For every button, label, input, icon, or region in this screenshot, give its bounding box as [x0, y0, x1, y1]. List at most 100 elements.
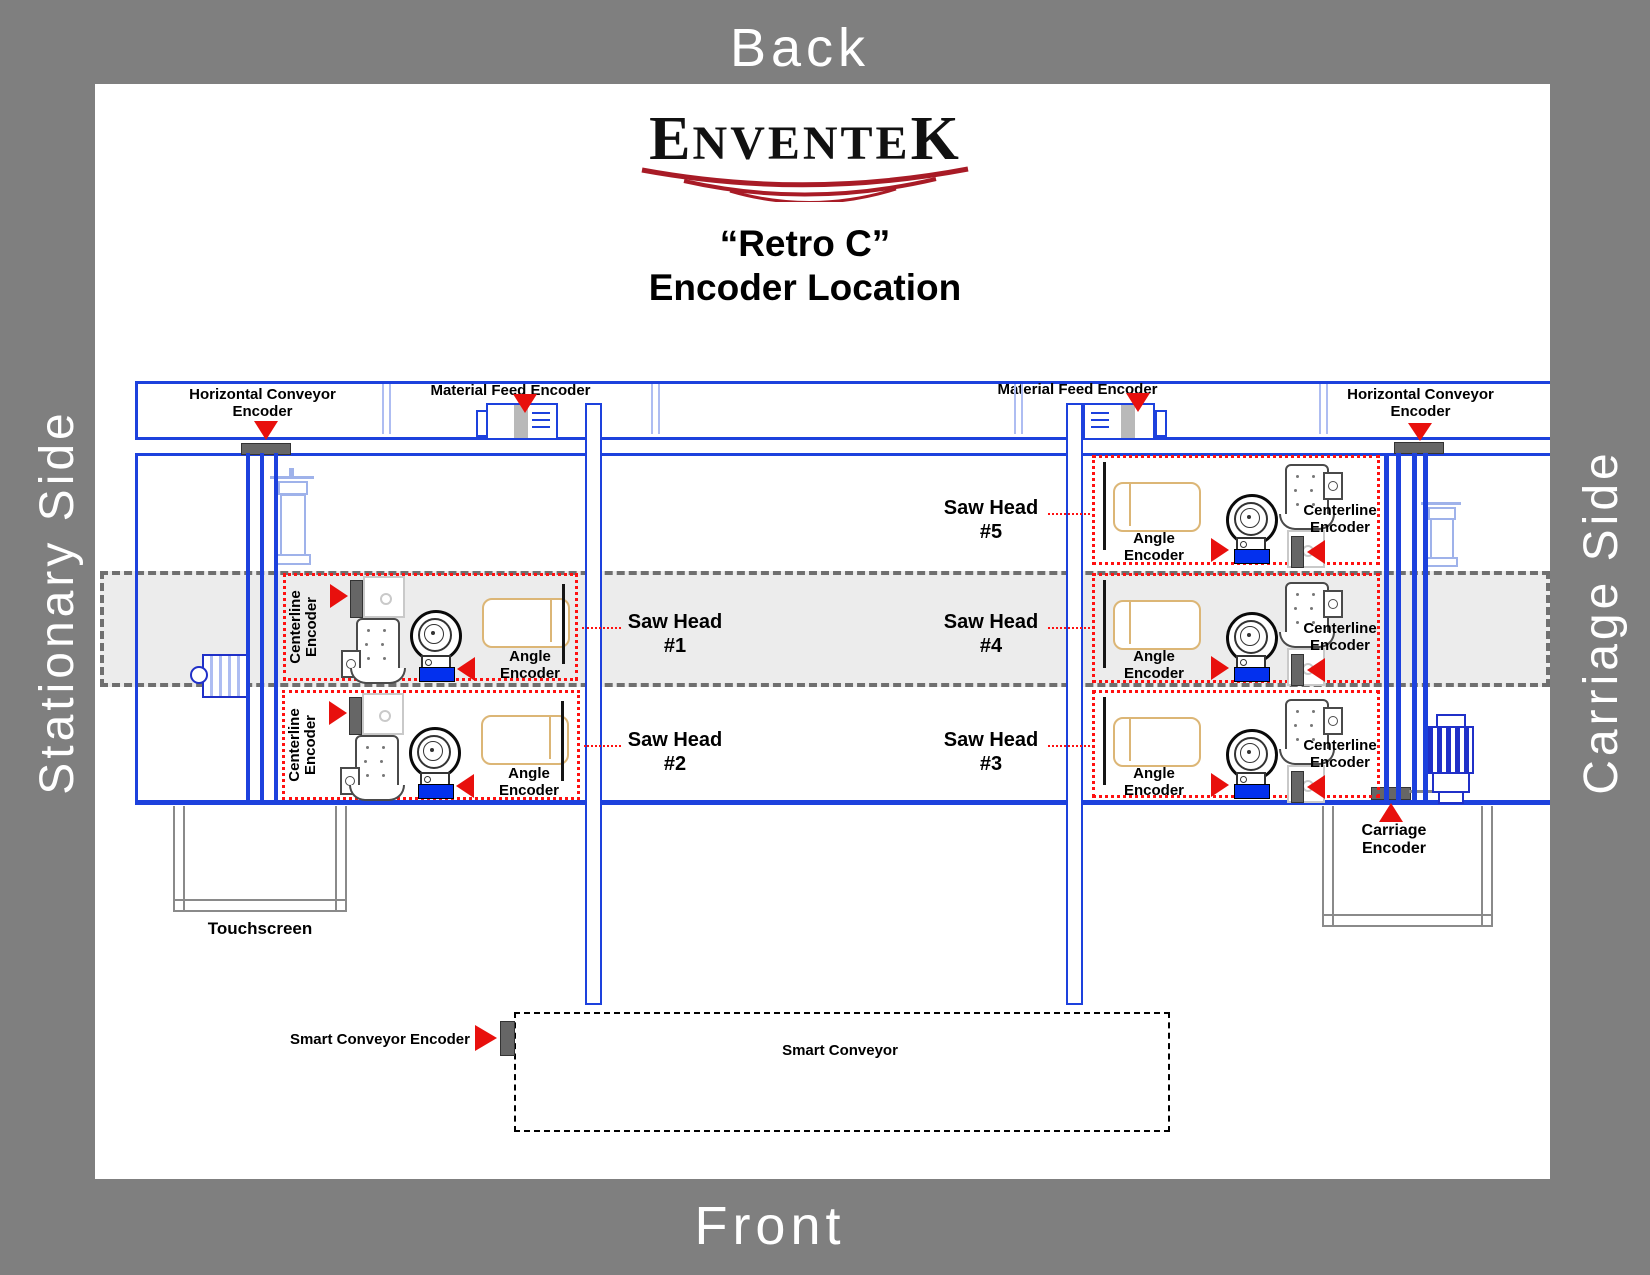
- gearbox-hole: [379, 710, 391, 722]
- press-drawing-icon: [268, 468, 316, 565]
- touchscreen-stand: [173, 806, 347, 912]
- reference-line: [1103, 462, 1106, 550]
- saw-head-name: Saw Head: [943, 611, 1039, 633]
- angle-line2: Encoder: [499, 665, 560, 682]
- bracket-hole: [424, 776, 431, 783]
- bracket-hole: [1240, 659, 1247, 666]
- saw-head-label-2: Saw Head#2: [623, 728, 727, 776]
- centerline-line1: Centerline: [287, 590, 304, 664]
- carriage-column: [1423, 453, 1428, 805]
- bracket-hole: [425, 659, 432, 666]
- motor-dot: [1310, 489, 1313, 492]
- gearbox-drawing-icon: [363, 576, 405, 618]
- material-feed-encoder-right-label: Material Feed Encoder: [997, 381, 1158, 398]
- motor-dot: [381, 643, 384, 646]
- saw-head-name: Saw Head: [943, 729, 1039, 751]
- front-label: Front: [694, 1196, 846, 1256]
- hce-right-line1: Horizontal Conveyor: [1347, 386, 1494, 403]
- machine-line: [1091, 412, 1109, 414]
- saw-rail: [1066, 403, 1083, 1005]
- saw-blade-ring: [424, 624, 444, 644]
- angle-encoder-sensor: [419, 667, 455, 682]
- motor-dot: [382, 746, 385, 749]
- motor-drawing-icon: [1285, 464, 1329, 520]
- angle-encoder-sensor: [1234, 667, 1270, 682]
- angle-line2: Encoder: [498, 782, 559, 799]
- material-cylinder: [1113, 717, 1201, 767]
- motor-tab: [1323, 472, 1343, 500]
- carriage-encoder-line2: Encoder: [1361, 840, 1426, 857]
- motor-dot: [383, 629, 386, 632]
- angle-encoder-sensor: [418, 784, 454, 799]
- centerline-line2: Encoder: [302, 715, 319, 776]
- smart-conveyor-encoder-label: Smart Conveyor Encoder: [289, 1031, 470, 1048]
- motor-dot: [1312, 593, 1315, 596]
- saw-blade-hub: [430, 748, 434, 752]
- saw-head-label-5: Saw Head#5: [936, 496, 1046, 544]
- stationary-side-label: Stationary Side: [31, 409, 84, 795]
- centerline-line2: Encoder: [1309, 754, 1370, 771]
- encoder-connector: [1409, 790, 1447, 793]
- hce-right-line2: Encoder: [1390, 403, 1451, 420]
- encoder-bar: [241, 443, 291, 455]
- cylinder-cap-line: [549, 717, 551, 759]
- motor-dot: [382, 774, 385, 777]
- angle-line2: Encoder: [1123, 782, 1184, 799]
- bracket-hole: [1240, 541, 1247, 548]
- material-feed-machine-icon: [1083, 403, 1167, 440]
- motor-dot: [367, 629, 370, 632]
- motor-dot: [1312, 710, 1315, 713]
- gearbox-drawing-icon: [362, 693, 404, 735]
- centerline-line1: Centerline: [1303, 737, 1377, 754]
- saw-head-name: Saw Head: [627, 729, 723, 751]
- saw-head-leader-line: [1048, 513, 1090, 515]
- enventek-logo: ENVENTEK: [605, 104, 1005, 173]
- machine-stripe: [1121, 405, 1135, 438]
- motor-dot: [1294, 724, 1297, 727]
- motor-dot: [1312, 738, 1315, 741]
- saw-head-number: #5: [979, 521, 1003, 543]
- motor-dot: [1296, 593, 1299, 596]
- pointer-triangle-icon: [1211, 656, 1229, 680]
- carriage-column: [1396, 453, 1401, 805]
- touchscreen-label: Touchscreen: [207, 919, 313, 938]
- motor-dot: [1312, 503, 1315, 506]
- pointer-triangle-icon: [329, 701, 347, 725]
- motor-dot: [383, 657, 386, 660]
- pointer-triangle-icon: [1211, 538, 1229, 562]
- reference-line: [1103, 697, 1106, 785]
- saw-head-leader-line: [1048, 627, 1090, 629]
- centerline-line2: Encoder: [1309, 519, 1370, 536]
- material-cylinder: [1113, 600, 1201, 650]
- angle-line1: Angle: [1133, 765, 1175, 782]
- motor-dot: [366, 746, 369, 749]
- band-divider: [651, 384, 660, 434]
- centerline-line1: Centerline: [286, 708, 303, 782]
- machine-line: [532, 412, 550, 414]
- motor-tab-hole: [1328, 716, 1338, 726]
- motor-dot: [1312, 621, 1315, 624]
- motor-drawing-icon: [356, 618, 400, 674]
- encoder-bar: [1371, 787, 1411, 800]
- motor-dot: [1310, 607, 1313, 610]
- reference-line: [562, 584, 565, 664]
- saw-head-number: #2: [663, 753, 687, 775]
- saw-head-name: Saw Head: [943, 497, 1039, 519]
- motor-dot: [366, 774, 369, 777]
- saw-blade-ring: [418, 618, 452, 652]
- saw-blade-hub: [1247, 633, 1251, 637]
- saw-blade-icon: [410, 610, 462, 662]
- cylinder-cap-line: [1129, 719, 1131, 761]
- carriage-side-label: Carriage Side: [1575, 449, 1628, 795]
- hce-left-line1: Horizontal Conveyor: [189, 386, 336, 403]
- material-feed-machine-icon: [476, 403, 558, 440]
